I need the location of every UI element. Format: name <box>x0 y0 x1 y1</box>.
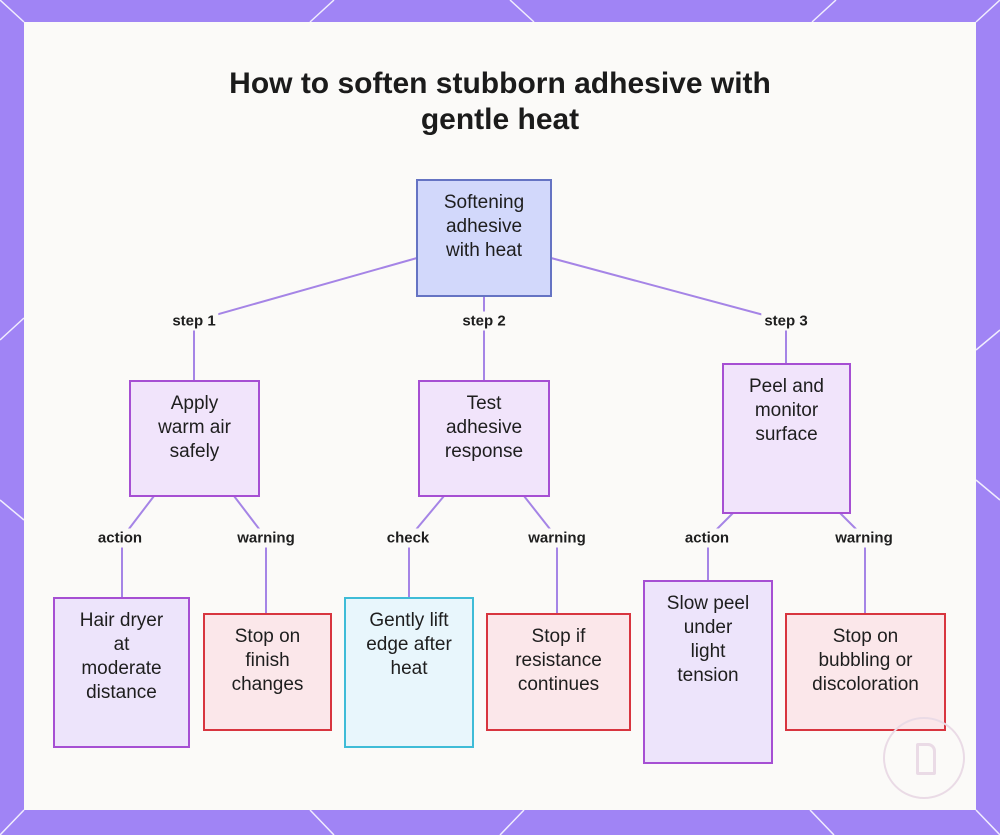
node-step-1-line: Apply <box>170 393 219 414</box>
node-s3-warning-line: discoloration <box>812 674 919 695</box>
node-step-2-line: Test <box>466 393 502 414</box>
node-s1-warning-line: finish <box>245 650 290 671</box>
node-s1-warning-line: Stop on <box>234 626 301 647</box>
node-s3-action-line: under <box>683 617 733 638</box>
node-step-3-line: monitor <box>754 400 819 421</box>
edge-label-s2-warning: warning <box>525 528 589 548</box>
node-root-line: Softening <box>443 192 525 213</box>
node-step-2-line: response <box>444 441 524 462</box>
edge-label-step-1: step 1 <box>169 311 219 331</box>
watermark-logo-mark <box>916 743 936 775</box>
node-s3-action: Slow peel under light tension <box>643 580 773 764</box>
node-s1-action-line: distance <box>86 682 157 703</box>
node-s2-check-line: edge after <box>366 634 452 655</box>
edge-label-s3-action: action <box>681 528 733 548</box>
node-s1-action: Hair dryer at moderate distance <box>53 597 190 748</box>
node-step-1-line: warm air <box>158 417 231 438</box>
node-s3-warning-line: bubbling or <box>818 650 913 671</box>
edge-step1-warning <box>233 495 267 613</box>
node-s1-warning-line: changes <box>231 674 304 695</box>
node-s2-check: Gently lift edge after heat <box>344 597 474 748</box>
node-s2-warning-line: continues <box>517 674 600 695</box>
node-s3-warning: Stop on bubbling or discoloration <box>785 613 946 731</box>
watermark-logo-icon <box>883 717 965 799</box>
node-s2-check-line: heat <box>390 658 428 679</box>
edge-root-step1 <box>193 257 418 380</box>
node-s3-action-line: light <box>690 641 726 662</box>
node-s3-warning-line: Stop on <box>832 626 899 647</box>
node-s1-action-line: Hair dryer <box>79 610 164 631</box>
node-root-line: adhesive <box>445 216 523 237</box>
edge-root-step3 <box>550 257 787 363</box>
node-root: Softening adhesive with heat <box>416 179 552 297</box>
edge-step2-warning <box>523 495 558 613</box>
node-s2-warning-line: Stop if <box>531 626 586 647</box>
node-s2-check-line: Gently lift <box>369 610 449 631</box>
node-s1-action-line: at <box>113 634 130 655</box>
edge-label-s3-warning: warning <box>832 528 896 548</box>
node-step-1-line: safely <box>169 441 220 462</box>
edge-label-s1-warning: warning <box>234 528 298 548</box>
node-s3-action-line: tension <box>677 665 739 686</box>
node-root-line: with heat <box>445 240 523 261</box>
diagram-title: How to soften stubborn adhesive with gen… <box>0 66 1000 138</box>
node-step-3-line: surface <box>755 424 818 445</box>
node-s3-action-line: Slow peel <box>666 593 750 614</box>
node-step-3-line: Peel and <box>748 376 824 397</box>
edge-label-s2-check: check <box>383 528 433 548</box>
node-step-1: Apply warm air safely <box>129 380 260 497</box>
node-s2-warning: Stop if resistance continues <box>486 613 631 731</box>
edge-label-step-2: step 2 <box>459 311 509 331</box>
title-line-2: gentle heat <box>420 103 580 136</box>
node-step-3: Peel and monitor surface <box>722 363 851 514</box>
node-s2-warning-line: resistance <box>515 650 602 671</box>
node-step-2-line: adhesive <box>445 417 523 438</box>
edge-label-step-3: step 3 <box>761 311 811 331</box>
node-step-2: Test adhesive response <box>418 380 550 497</box>
title-line-1: How to soften stubborn adhesive with <box>229 67 771 100</box>
edge-label-s1-action: action <box>94 528 146 548</box>
node-s1-warning: Stop on finish changes <box>203 613 332 731</box>
node-s1-action-line: moderate <box>81 658 162 679</box>
